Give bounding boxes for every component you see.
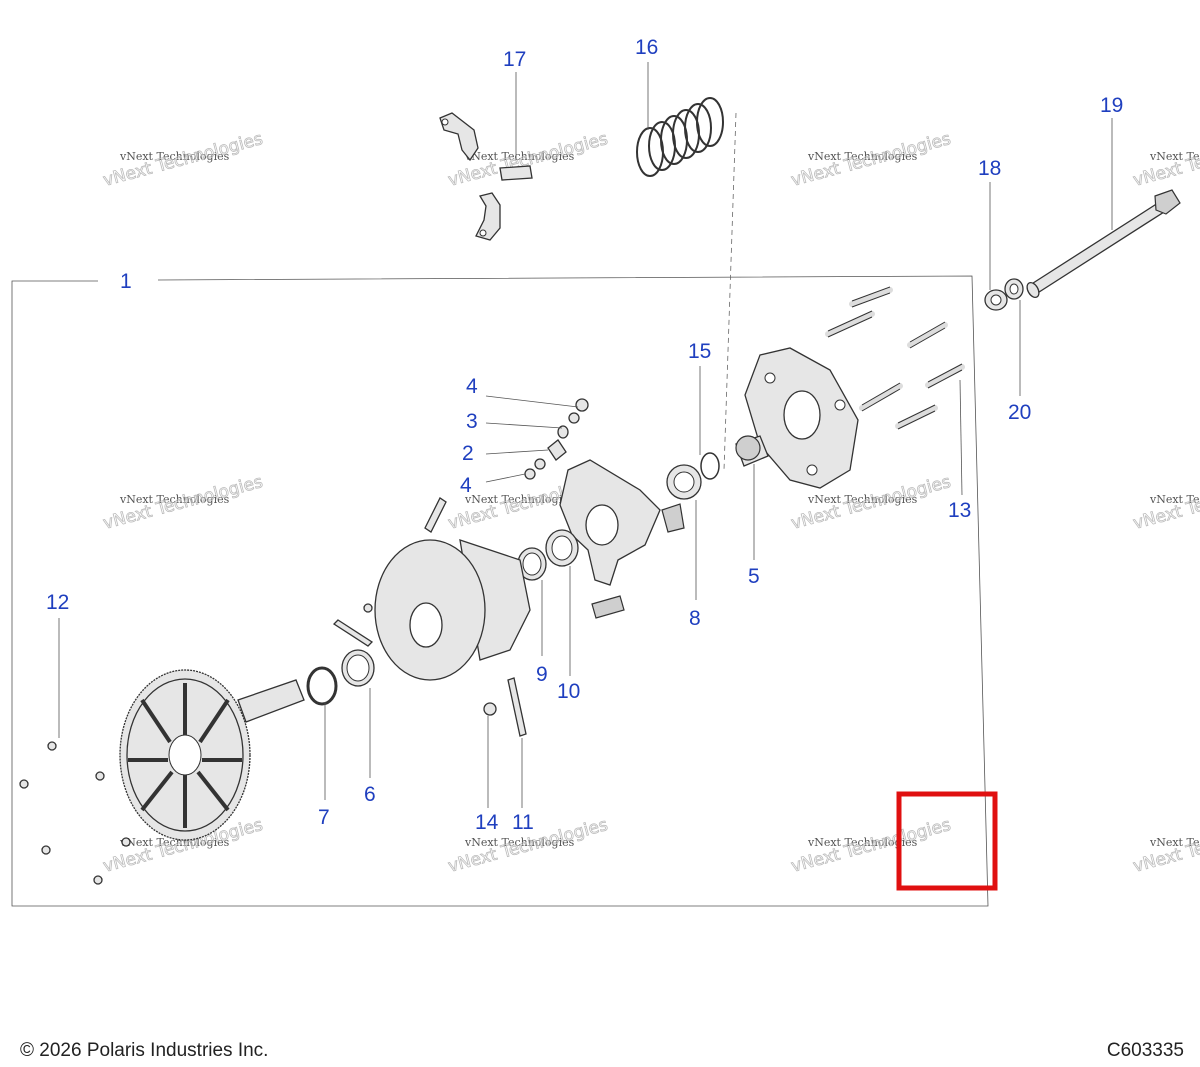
callout-3: 3 [466,410,478,433]
callout-12: 12 [46,591,69,614]
svg-text:vNext Technologies: vNext Technologies [807,493,918,506]
callout-16: 16 [635,36,658,59]
part-18-nut [984,289,1008,311]
part-8-bearing [666,464,702,500]
callout-2: 2 [462,442,474,465]
svg-text:vNext Technologies: vNext Technologies [119,836,230,849]
callout-10: 10 [557,680,580,703]
part-20-washer [1004,278,1024,300]
part-17-roller [499,165,533,181]
part-13-bolts-outline [827,286,963,430]
svg-text:vNext Technologies: vNext Technologies [807,836,918,849]
svg-text:vNext Technologies: vNext Technologies [464,836,575,849]
part-13-bolts [825,287,965,429]
callout-17: 17 [503,48,526,71]
callout-20: 20 [1008,401,1031,424]
watermark: vNext Technologies vNext Technologies [1131,815,1200,878]
part-4-washer-lower [524,458,546,480]
svg-text:vNext Technologies: vNext Technologies [119,150,230,163]
callout-8: 8 [689,607,701,630]
callout-labels: 1 17 16 19 18 20 15 13 4 3 2 4 5 8 9 10 … [46,36,1123,834]
part-2-roller [547,439,567,461]
alignment-dashline [723,112,737,471]
svg-text:vNext Technologies: vNext Technologies [464,493,575,506]
highlight-box [896,791,998,891]
watermark: vNext Technologies vNext Technologies [101,472,266,535]
callout-4a: 4 [466,375,478,398]
svg-text:vNext Technologies: vNext Technologies [1149,493,1200,506]
part-12-screws [19,741,131,885]
watermark: vNext Technologies vNext Technologies [789,815,954,878]
svg-text:vNext Technologies: vNext Technologies [1149,836,1200,849]
fixed-sheave [119,669,305,841]
part-19-shaft-bolt [1026,189,1181,299]
movable-sheave [374,539,531,681]
part-14-nut [483,702,497,716]
cover-plate [744,347,859,489]
part-5-bushing [735,435,769,467]
part-3-pin [557,425,569,439]
callout-7: 7 [318,806,330,829]
leader-lines [58,62,1113,808]
callout-5: 5 [748,565,760,588]
watermark: vNext Technologies vNext Technologies [1131,129,1200,192]
part-10-seal [545,529,579,567]
part-15-snap-ring [700,452,720,480]
callout-9: 9 [536,663,548,686]
part-17-weight-lower [475,192,501,241]
pin-left [332,603,374,647]
assembly-frame [11,275,989,907]
watermark: vNext Technologies vNext Technologies [789,129,954,192]
callout-11: 11 [512,811,534,834]
pin-upper [424,497,447,533]
figure-id: C603335 [1106,1040,1184,1061]
callout-19: 19 [1100,94,1123,117]
watermark: vNext Technologies vNext Technologies [101,129,266,192]
svg-text:vNext Technologies: vNext Technologies [1149,150,1200,163]
copyright-notice: © 2026 Polaris Industries Inc. [20,1040,269,1061]
part-6-bushing [341,649,375,687]
part-4-washer-upper [568,398,589,424]
callout-15: 15 [688,340,711,363]
part-11-pin [507,677,527,737]
callout-4b: 4 [460,474,472,497]
part-16-spring [636,97,724,177]
callout-18: 18 [978,157,1001,180]
callout-6: 6 [364,783,376,806]
part-17-weight-upper [439,112,479,162]
watermark: vNext Technologies vNext Technologies [1131,472,1200,535]
callout-14: 14 [475,811,499,834]
callout-1: 1 [120,270,132,293]
svg-text:vNext Technologies: vNext Technologies [807,150,918,163]
svg-text:vNext Technologies: vNext Technologies [119,493,230,506]
callout-13: 13 [948,499,971,522]
svg-text:vNext Technologies: vNext Technologies [464,150,575,163]
spider-carrier [559,459,685,619]
part-7-ring [306,666,338,706]
